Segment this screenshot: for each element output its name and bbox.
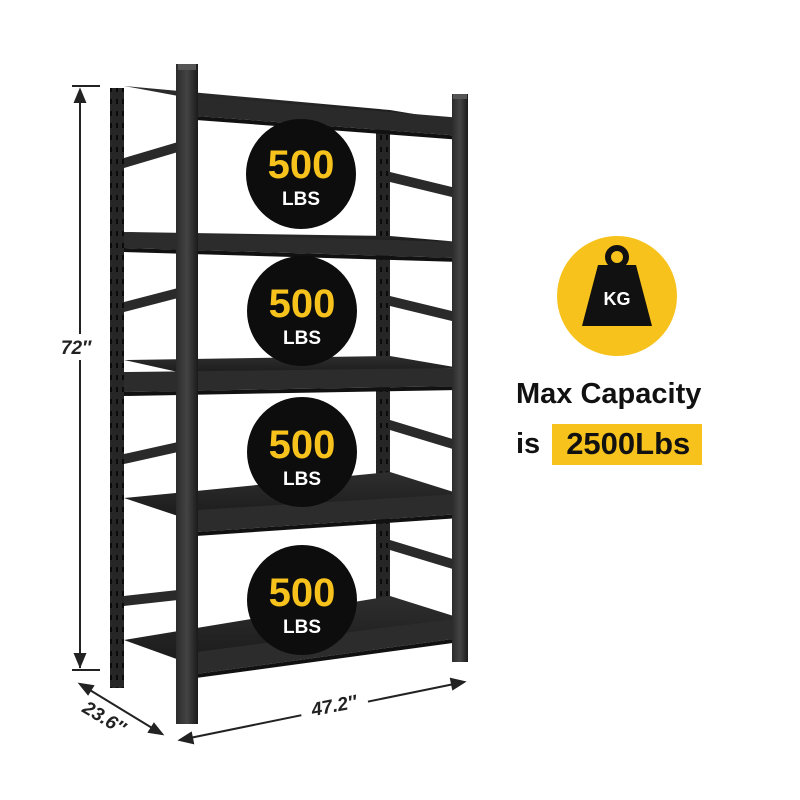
badge-unit: LBS bbox=[283, 617, 321, 638]
badge-unit: LBS bbox=[282, 189, 320, 210]
capacity-value-highlight: 2500Lbs bbox=[552, 424, 703, 465]
shelf-badge-2: 500 LBS bbox=[247, 256, 357, 366]
side-braces-left bbox=[124, 142, 178, 606]
badge-value: 500 bbox=[268, 143, 335, 187]
side-braces-right bbox=[390, 172, 456, 570]
depth-label: 23.6″ bbox=[78, 697, 130, 740]
capacity-statement: is 2500Lbs bbox=[516, 424, 703, 465]
height-dimension bbox=[72, 85, 100, 671]
weight-icon: KG bbox=[557, 236, 677, 356]
shelving-rack bbox=[110, 64, 468, 724]
front-left-post bbox=[176, 64, 198, 724]
weight-label: KG bbox=[604, 289, 631, 309]
badge-unit: LBS bbox=[283, 469, 321, 490]
shelf-badge-4: 500 LBS bbox=[247, 545, 357, 655]
width-label-bg bbox=[297, 683, 371, 727]
height-label-bg bbox=[52, 334, 102, 360]
badge-value: 500 bbox=[269, 423, 336, 467]
shelf-badge-3: 500 LBS bbox=[247, 397, 357, 507]
depth-dimension bbox=[77, 682, 165, 736]
front-right-post bbox=[452, 94, 468, 662]
shelf-2 bbox=[124, 232, 460, 262]
shelf-badge-1: 500 LBS bbox=[246, 119, 356, 229]
height-label: 72″ bbox=[61, 338, 92, 359]
capacity-heading: Max Capacity bbox=[516, 378, 702, 410]
rear-left-post bbox=[110, 88, 124, 688]
badge-unit: LBS bbox=[283, 328, 321, 349]
capacity-prefix: is bbox=[516, 428, 541, 460]
shelf-3 bbox=[124, 356, 460, 396]
badge-value: 500 bbox=[269, 282, 336, 326]
badge-value: 500 bbox=[269, 571, 336, 615]
